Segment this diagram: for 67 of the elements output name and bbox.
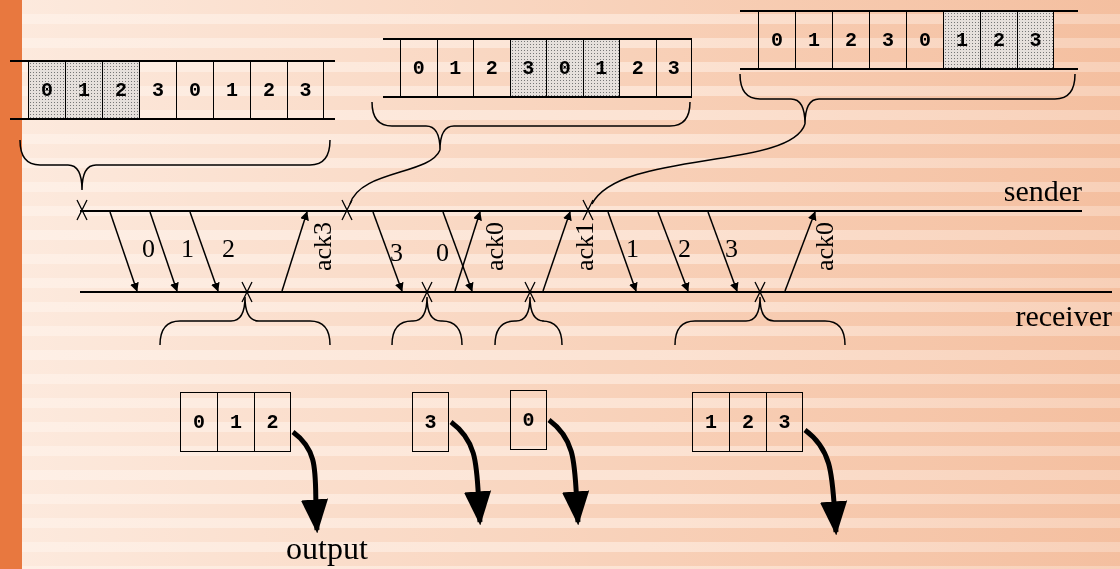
arrow [189,211,220,292]
sequence-number: 3 [869,12,906,68]
sequence-number: 1 [436,40,473,96]
sequence-number: 2 [473,40,510,96]
sequence-number: 0 [758,12,795,68]
thick-arrow [803,428,848,536]
sequence-number: 3 [287,62,324,118]
edge-label: ack1 [572,222,598,272]
sequence-number: 2 [980,12,1017,68]
edge-label: ack0 [482,222,508,272]
sliding-window [740,10,1078,70]
sequence-number: 0 [176,62,213,118]
sequence-number: 2 [619,40,656,96]
sequence-number: 3 [655,40,692,96]
arrow [281,211,309,292]
sequence-number: 3 [412,392,449,452]
sequence-number: 3 [1017,12,1054,68]
sequence-number: 0 [546,40,583,96]
arrow [372,211,404,292]
sequence-number: 1 [795,12,832,68]
edge-label: 1 [626,236,639,262]
sequence-number: 2 [102,62,139,118]
edge-label: 0 [142,236,155,262]
receiver-timeline: receiver [80,291,1112,333]
edge-label: 2 [222,236,235,262]
sliding-window [10,60,335,120]
edge-label: 2 [678,236,691,262]
arrow [149,211,179,292]
edge-label: 3 [390,240,403,266]
sequence-number: 3 [509,40,546,96]
sequence-number: 1 [213,62,250,118]
output-label: output [268,530,386,566]
thick-arrow [291,430,329,534]
edge-label: ack3 [310,222,336,272]
sequence-number: 2 [729,392,766,452]
arrow [542,211,572,292]
sequence-number: 1 [943,12,980,68]
sequence-number: 2 [250,62,287,118]
arrow [784,211,817,292]
sliding-window [383,38,692,98]
sequence-number: 0 [180,392,217,452]
thick-arrow [449,420,492,526]
arrow [442,211,474,292]
thick-arrow [547,418,590,526]
sequence-number: 1 [692,392,729,452]
sequence-number: 1 [217,392,254,452]
sequence-number: 0 [400,40,437,96]
sequence-number: 1 [65,62,102,118]
arrow [109,211,139,292]
arrow [657,211,690,292]
edge-label: 0 [436,240,449,266]
sequence-number: 0 [510,390,547,450]
edge-label: 3 [725,236,738,262]
receive-buffer [692,392,804,452]
edge-label: ack0 [812,222,838,272]
sender-timeline: sender [80,176,1082,212]
arrow [607,211,638,292]
sequence-number: 3 [139,62,176,118]
edge-label: 1 [181,236,194,262]
arrow [454,211,482,292]
sequence-number: 1 [582,40,619,96]
arrow [707,211,739,292]
sequence-number: 2 [254,392,291,452]
sequence-number: 2 [832,12,869,68]
receive-buffer [180,392,292,452]
sequence-number: 3 [766,392,803,452]
sequence-number: 0 [28,62,65,118]
